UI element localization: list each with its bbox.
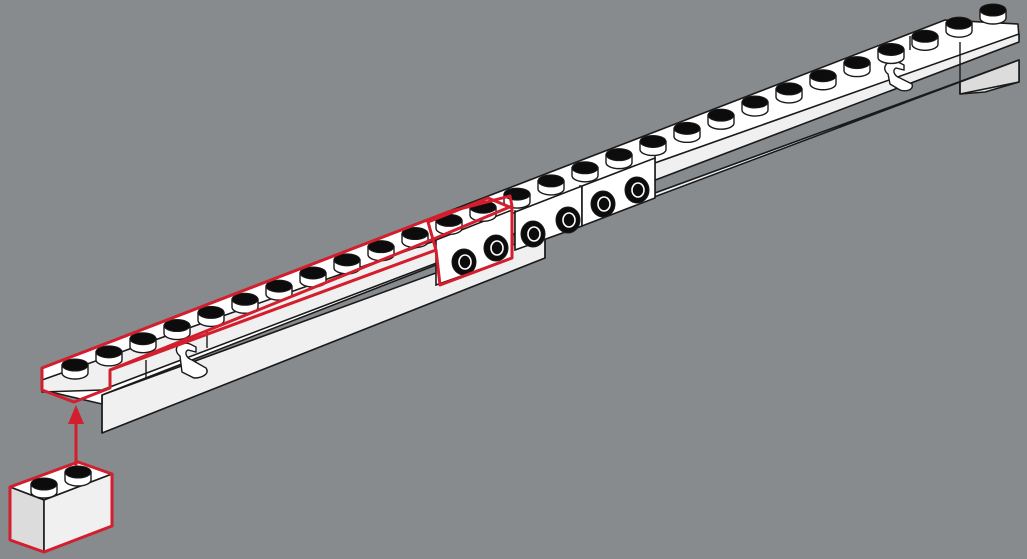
top-stud: [606, 149, 632, 169]
top-stud: [640, 135, 666, 155]
top-stud: [946, 17, 972, 37]
top-stud: [538, 175, 564, 195]
top-stud: [130, 333, 156, 353]
top-stud: [198, 306, 224, 326]
top-stud: [96, 346, 122, 366]
side-stud: [521, 221, 545, 247]
side-stud: [452, 249, 476, 275]
side-stud: [484, 235, 508, 261]
top-stud: [62, 359, 88, 379]
small-brick-stud: [65, 466, 91, 486]
small-brick-stud: [31, 478, 57, 498]
top-stud: [572, 162, 598, 182]
top-stud: [878, 43, 904, 63]
side-stud: [591, 191, 615, 217]
top-stud: [912, 30, 938, 50]
top-stud: [164, 320, 190, 340]
top-stud: [674, 122, 700, 142]
side-stud: [556, 207, 580, 233]
top-stud: [980, 4, 1006, 24]
top-stud: [742, 96, 768, 116]
top-stud: [708, 109, 734, 129]
top-stud: [844, 57, 870, 77]
top-stud: [776, 83, 802, 103]
top-stud: [810, 70, 836, 90]
top-stud: [402, 228, 428, 248]
side-stud: [625, 177, 649, 203]
